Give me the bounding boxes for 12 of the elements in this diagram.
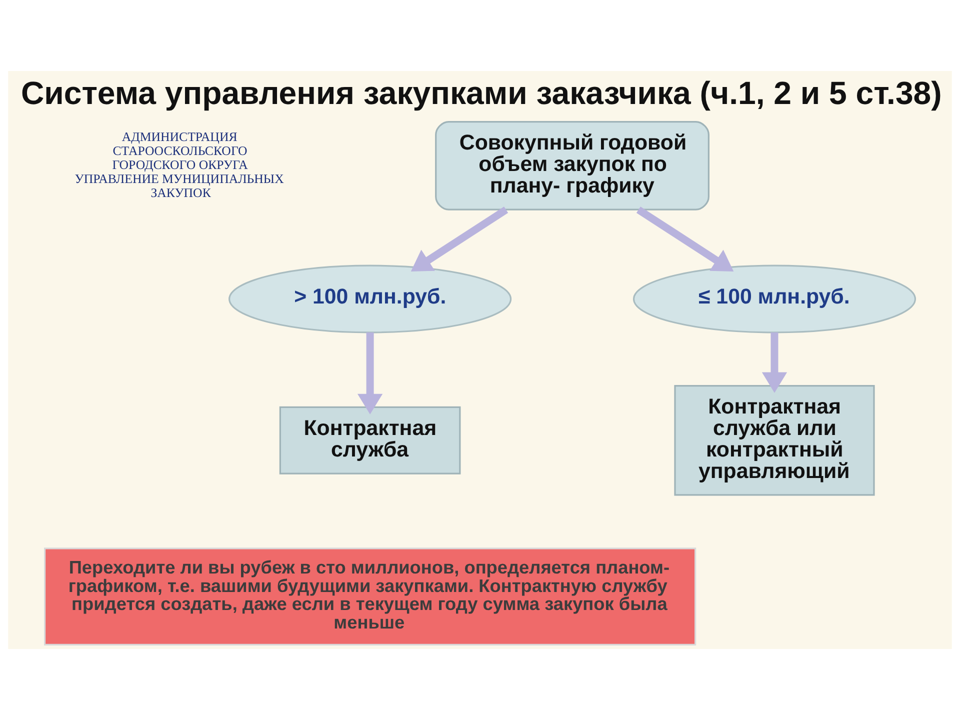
- node-box: Совокупный годовой объем закупок по плану- графику: [435, 121, 710, 210]
- arrow: [762, 332, 788, 393]
- arrow: [410, 206, 508, 272]
- node-ellipse: > 100 млн.руб.: [228, 264, 512, 334]
- label: АДМИНИСТРАЦИЯ СТАРООСКОЛЬСКОГО ГОРОДСКОГО ОКРУГА УПРАВЛЕНИЕ МУНИЦИПАЛЬНЫХ ЗАКУПОК: [74, 130, 284, 200]
- diagram-title: Система управления закупками заказчика (ч.1, 2 и 5 ст.38): [21, 75, 942, 112]
- node-box: Переходите ли вы рубеж в сто миллионов, определяется планом- графиком, т.е. вашими будущими закупками. Контрактную службу придется создать, даже если в текущем году сумма закупок была меньше: [44, 548, 696, 646]
- arrow: [636, 206, 734, 272]
- node-box: Контрактная служба или контрактный управляющий: [674, 385, 875, 496]
- arrow: [357, 332, 383, 414]
- node-box: Контрактная служба: [279, 406, 461, 474]
- node-ellipse: ≤ 100 млн.руб.: [632, 264, 916, 334]
